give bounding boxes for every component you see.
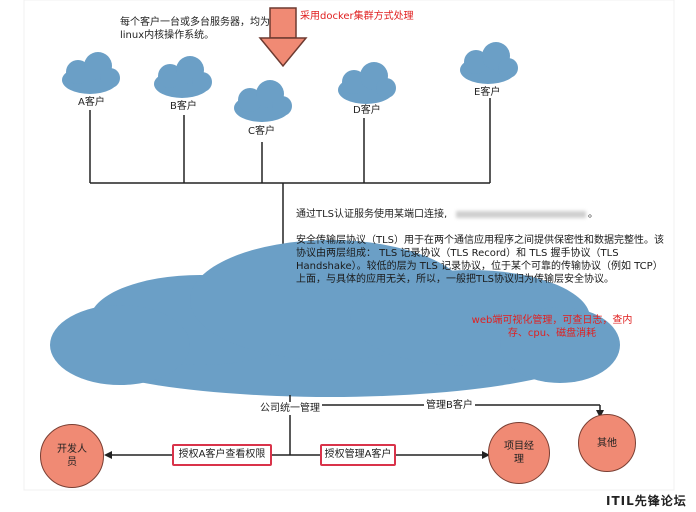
redacted-text — [456, 211, 586, 218]
grant-manage-box: 授权管理A客户 — [320, 444, 396, 466]
client-label-e: E客户 — [474, 87, 501, 98]
developer-node: 开发人员 — [40, 424, 104, 488]
tls-description: 安全传输层协议（TLS）用于在两个通信应用程序之间提供保密性和数据完整性。该协议… — [296, 235, 665, 285]
top-arrow-label: 采用docker集群方式处理 — [300, 11, 414, 22]
client-cloud-c — [234, 80, 292, 122]
client-label-a: A客户 — [78, 97, 105, 108]
client-cloud-b — [154, 56, 212, 98]
web-note: web端可视化管理，可查日志，查内存、cpu、磁盘消耗 — [471, 315, 633, 339]
client-note: 每个客户一台或多台服务器，均为linux内核操作系统。 — [120, 17, 270, 41]
client-connectors — [89, 98, 491, 184]
other-label: 其他 — [597, 437, 617, 449]
client-cloud-d — [338, 62, 396, 104]
developer-label: 开发人员 — [57, 444, 87, 468]
pm-label: 项目经理 — [504, 441, 534, 465]
cloud-icon — [62, 42, 518, 122]
watermark-logo: ITIL先锋论坛 — [606, 494, 687, 508]
client-label-c: C客户 — [248, 126, 275, 137]
edge-label-manage-b: 管理B客户 — [424, 399, 475, 412]
other-node: 其他 — [578, 414, 636, 472]
grant-view-box: 授权A客户查看权限 — [172, 444, 272, 466]
client-label-b: B客户 — [170, 101, 197, 112]
arrow-to-developer — [104, 451, 112, 459]
client-label-d: D客户 — [353, 105, 381, 116]
client-cloud-a — [62, 52, 120, 94]
tls-connect-tail: 。 — [588, 209, 598, 220]
pm-node: 项目经理 — [488, 422, 550, 484]
client-cloud-e — [460, 42, 518, 84]
central-cloud-icon — [50, 240, 620, 397]
edge-label-company-manage: 公司统一管理 — [258, 402, 322, 415]
down-arrow-icon — [258, 7, 308, 68]
tls-connect-note: 通过TLS认证服务使用某端口连接, — [296, 209, 448, 220]
arrow-to-pm — [482, 451, 490, 459]
